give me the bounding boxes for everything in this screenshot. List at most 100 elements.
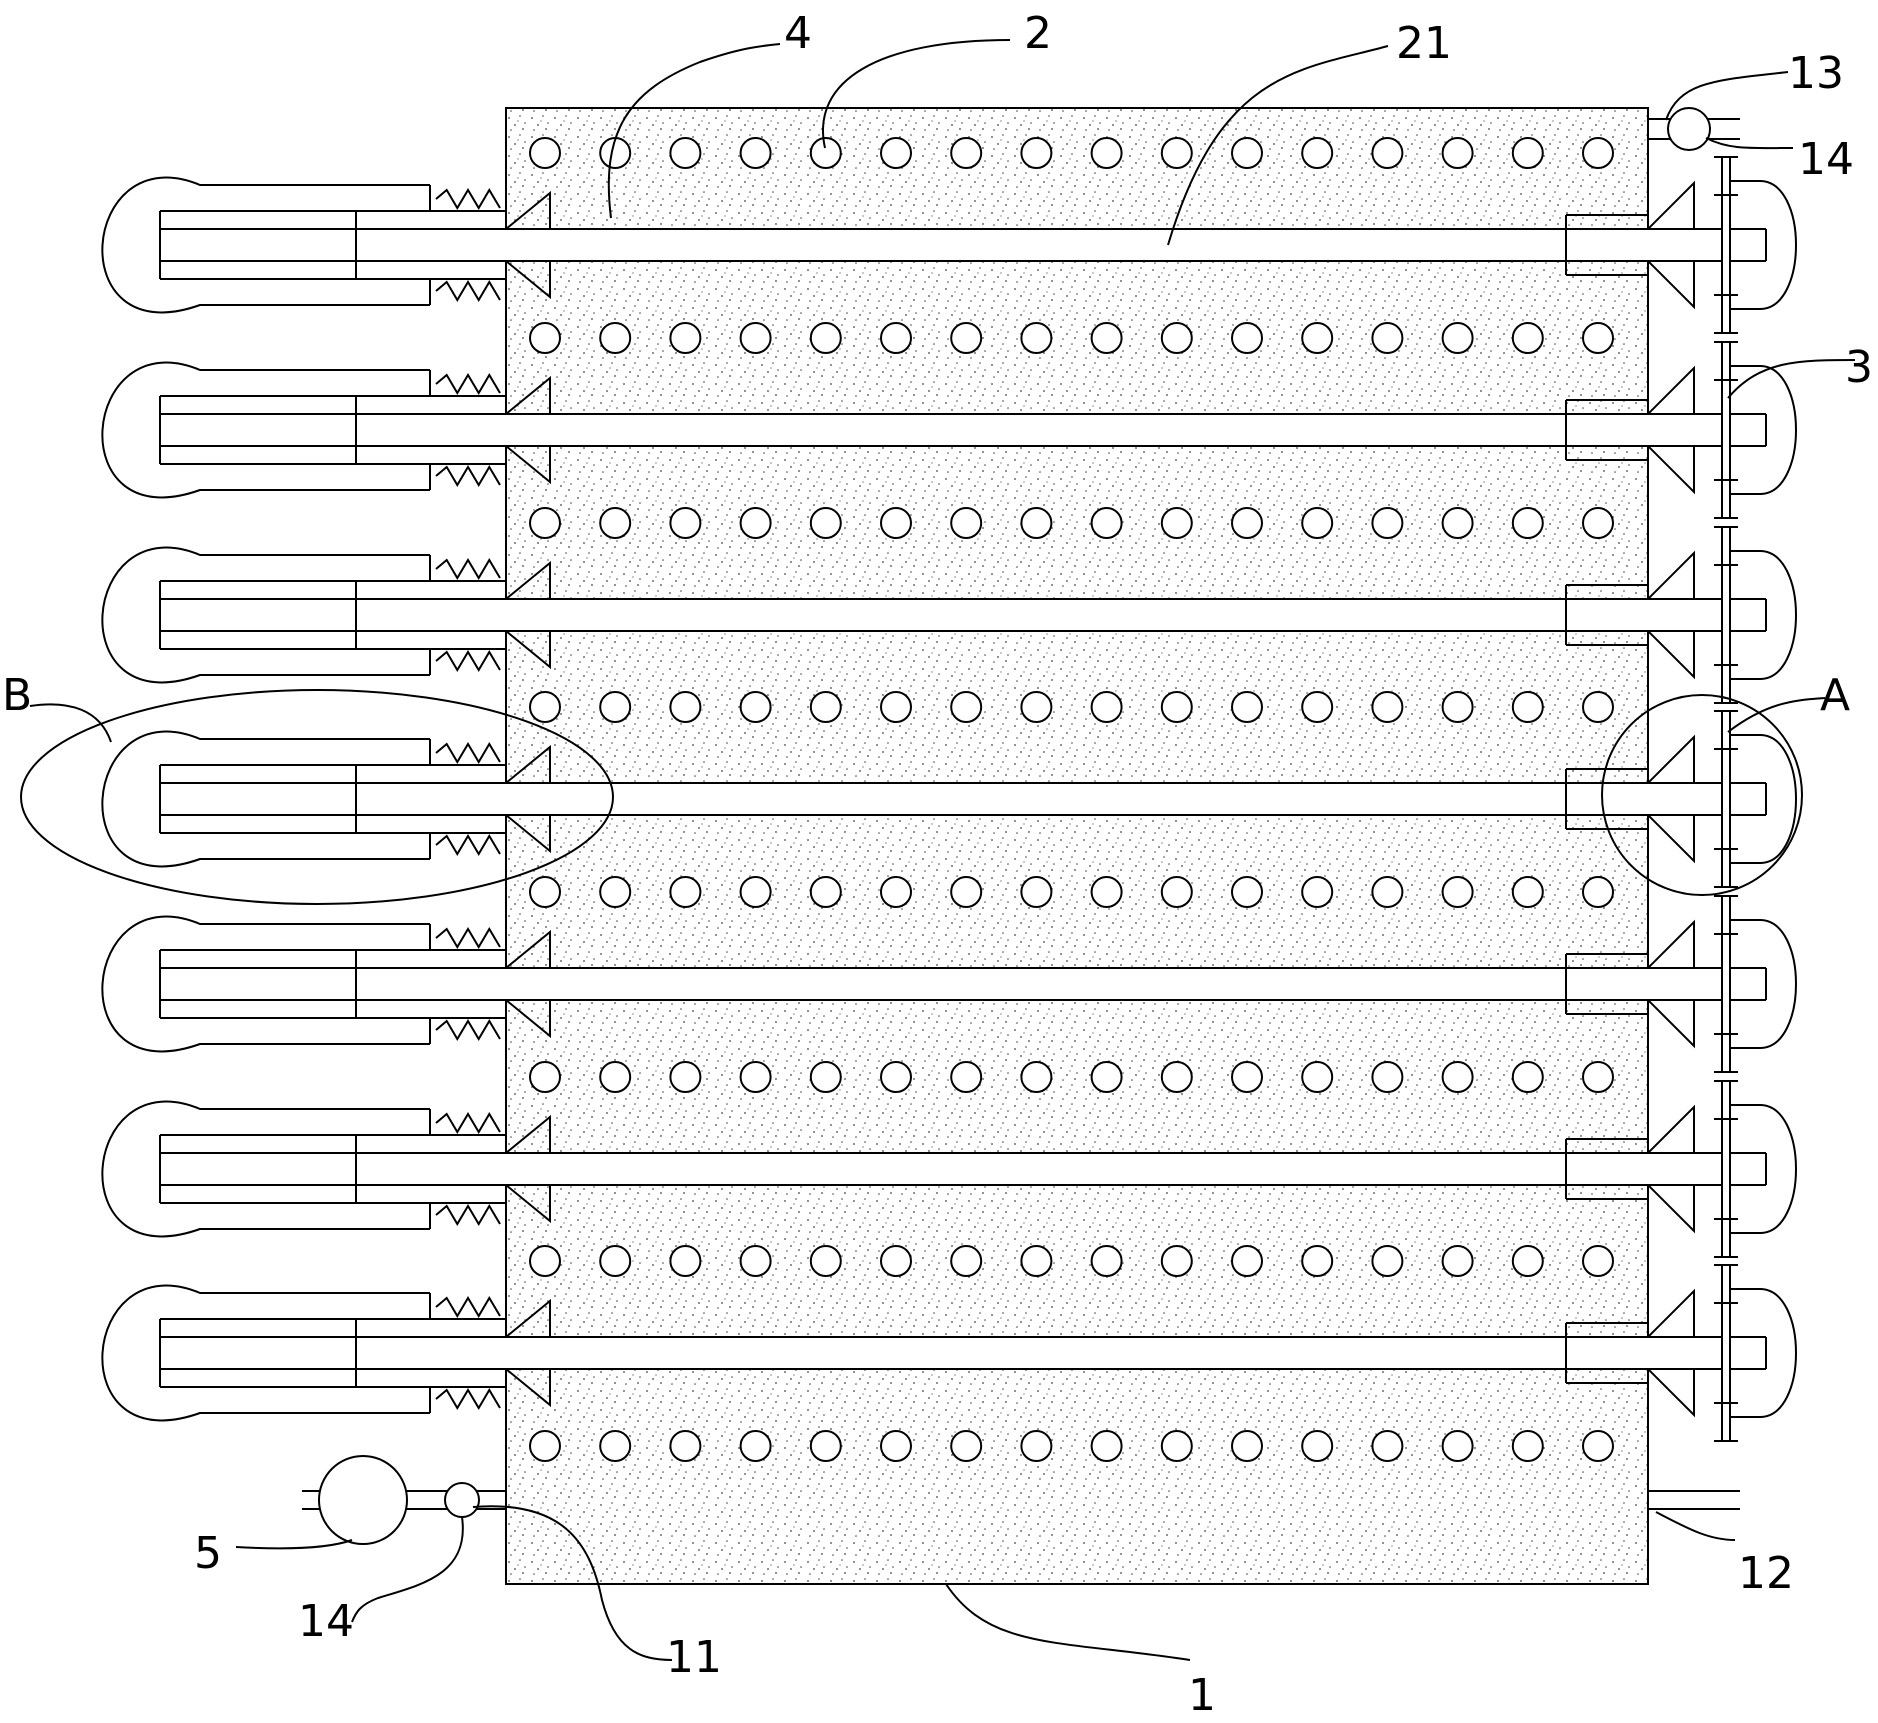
tube-assembly (101, 156, 1797, 334)
left-cap (101, 1100, 430, 1238)
label-14-bottom: 14 (298, 1596, 354, 1647)
hole (950, 322, 983, 354)
right-wedge-lower (1647, 445, 1695, 495)
hole (1090, 1245, 1123, 1277)
vent-valve-14 (1667, 107, 1711, 151)
hole (950, 137, 983, 169)
hole (529, 876, 561, 908)
hole (809, 137, 842, 169)
hole (1231, 322, 1263, 354)
hole (1160, 691, 1193, 723)
hole (599, 876, 632, 908)
clamp-bolt (1721, 1264, 1731, 1442)
hole (1231, 1245, 1263, 1277)
hole (880, 1061, 912, 1093)
hole (809, 876, 842, 908)
left-cap (101, 1284, 430, 1422)
hole (1160, 1061, 1193, 1093)
left-cap (101, 546, 430, 684)
left-cap (101, 361, 430, 499)
hole (739, 322, 772, 354)
hole (1511, 137, 1544, 169)
hole (1582, 322, 1614, 354)
left-wedge-lower (505, 814, 551, 854)
hole (1371, 1061, 1404, 1093)
label-4: 4 (784, 8, 812, 59)
left-cap (101, 915, 430, 1053)
right-cap (1730, 734, 1797, 864)
hole (880, 691, 912, 723)
leader-13 (1665, 71, 1789, 121)
hole (599, 691, 632, 723)
leader-b (29, 703, 112, 743)
label-b: B (2, 670, 32, 721)
right-wedge-lower (1647, 999, 1695, 1049)
hole (599, 507, 632, 539)
right-cap (1730, 180, 1797, 310)
hole (1301, 1430, 1334, 1462)
hole (809, 1430, 842, 1462)
hole (880, 507, 912, 539)
detail-a-circle (1601, 694, 1803, 896)
hole (880, 322, 912, 354)
right-wedge-upper (1647, 1104, 1695, 1154)
pump-5 (318, 1455, 408, 1545)
tube-assembly (101, 341, 1797, 519)
hole (529, 322, 561, 354)
hole (529, 1245, 561, 1277)
hole (1020, 1430, 1053, 1462)
hole (1371, 691, 1404, 723)
tube-assembly (101, 895, 1797, 1073)
hole (599, 1245, 632, 1277)
left-wedge-upper (505, 1114, 551, 1154)
label-14-top: 14 (1798, 134, 1854, 185)
leader-3 (1727, 359, 1856, 399)
right-wedge-upper (1647, 365, 1695, 415)
left-cap (101, 176, 430, 314)
right-cap (1730, 1104, 1797, 1234)
inlet-valve-14 (444, 1482, 480, 1518)
hole (599, 1430, 632, 1462)
hole (739, 507, 772, 539)
hole (880, 1430, 912, 1462)
hole (1090, 876, 1123, 908)
hole (669, 507, 702, 539)
hole (669, 322, 702, 354)
hole (739, 691, 772, 723)
spring (435, 465, 501, 487)
hole (1160, 1245, 1193, 1277)
hole (1511, 1061, 1544, 1093)
hole (950, 876, 983, 908)
label-5: 5 (194, 1528, 222, 1579)
hole (1582, 691, 1614, 723)
right-wedge-upper (1647, 734, 1695, 784)
hole (1441, 1245, 1474, 1277)
spring (435, 1204, 501, 1226)
right-wedge-upper (1647, 1288, 1695, 1338)
hole (1231, 1430, 1263, 1462)
hole (1020, 691, 1053, 723)
hole (1090, 1430, 1123, 1462)
right-cap (1730, 1288, 1797, 1418)
label-12: 12 (1738, 1548, 1794, 1599)
spring (435, 188, 501, 210)
label-21: 21 (1396, 18, 1452, 69)
hole (809, 1061, 842, 1093)
hole (1511, 1430, 1544, 1462)
spring (435, 1112, 501, 1134)
hole (950, 1245, 983, 1277)
hole (1231, 137, 1263, 169)
spring (435, 742, 501, 764)
left-wedge-lower (505, 260, 551, 300)
hole (1231, 876, 1263, 908)
hole (950, 507, 983, 539)
left-wedge-upper (505, 375, 551, 415)
hole (669, 1061, 702, 1093)
spring (435, 1388, 501, 1410)
leader-2 (822, 39, 1011, 149)
detail-b-ellipse (20, 689, 614, 905)
leader-12 (1655, 1511, 1736, 1541)
hole (599, 322, 632, 354)
hole (1020, 876, 1053, 908)
